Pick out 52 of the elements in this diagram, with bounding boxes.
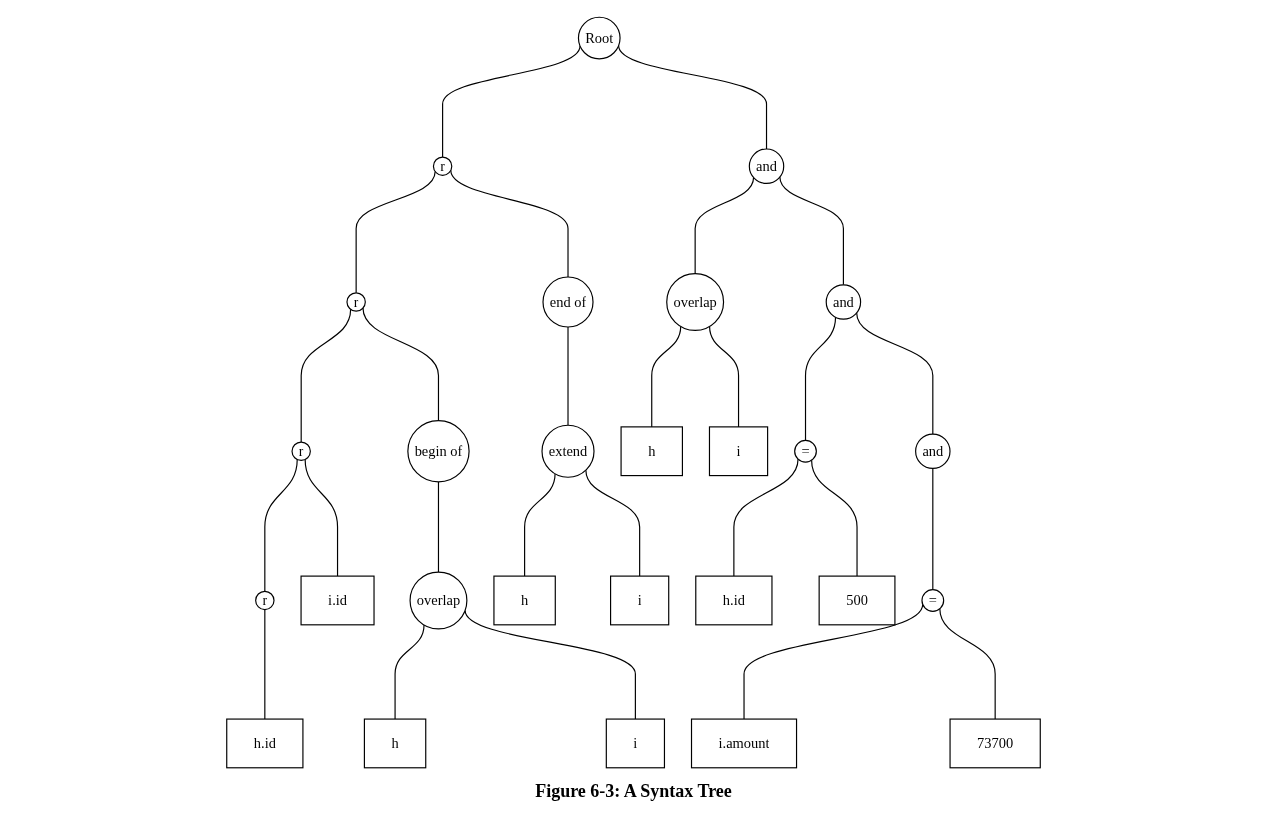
node-box: h	[493, 575, 556, 626]
connector	[567, 326, 569, 426]
node-circle: overlap	[666, 273, 725, 331]
connector	[779, 176, 844, 286]
connector	[694, 176, 755, 275]
node-box: i	[610, 575, 670, 626]
node-box: i.id	[300, 575, 375, 626]
node-box: 500	[818, 575, 896, 626]
connector	[709, 325, 740, 428]
connector	[811, 459, 858, 577]
node-circle: end of	[542, 276, 594, 328]
connector	[442, 45, 581, 158]
connector	[585, 469, 641, 577]
node-box: h.id	[695, 575, 773, 626]
node-circle: r	[432, 156, 453, 176]
node-circle: overlap	[409, 571, 468, 630]
connector	[362, 307, 440, 422]
node-circle: and	[915, 433, 951, 469]
node-box: 73700	[949, 718, 1041, 769]
node-circle: r	[291, 441, 311, 461]
connector	[264, 458, 298, 592]
node-circle: r	[346, 292, 366, 312]
connector	[804, 316, 837, 441]
connector	[733, 458, 799, 577]
connector	[524, 473, 556, 577]
figure-caption: Figure 6-3: A Syntax Tree	[535, 781, 732, 802]
node-circle: =	[921, 589, 945, 612]
connector	[355, 171, 436, 294]
connector	[939, 608, 996, 720]
connector	[450, 169, 569, 278]
node-box: h.id	[226, 718, 304, 769]
connector	[618, 45, 768, 150]
connector	[651, 325, 682, 428]
node-circle: and	[825, 284, 862, 320]
node-circle: r	[255, 590, 275, 611]
connector	[300, 308, 352, 443]
connector	[856, 312, 934, 435]
node-circle: =	[794, 439, 817, 463]
connector	[394, 624, 425, 720]
connector	[304, 458, 339, 577]
node-circle: extend	[541, 424, 595, 478]
connector	[264, 609, 266, 720]
node-circle: begin of	[407, 420, 470, 483]
connector	[932, 467, 934, 591]
node-box: i.amount	[690, 718, 798, 769]
node-circle: Root	[577, 16, 621, 60]
node-box: h	[363, 718, 427, 769]
node-box: i	[605, 718, 666, 769]
node-box: h	[620, 426, 683, 477]
connector	[437, 481, 440, 573]
node-circle: and	[748, 148, 785, 184]
node-box: i	[708, 426, 769, 477]
